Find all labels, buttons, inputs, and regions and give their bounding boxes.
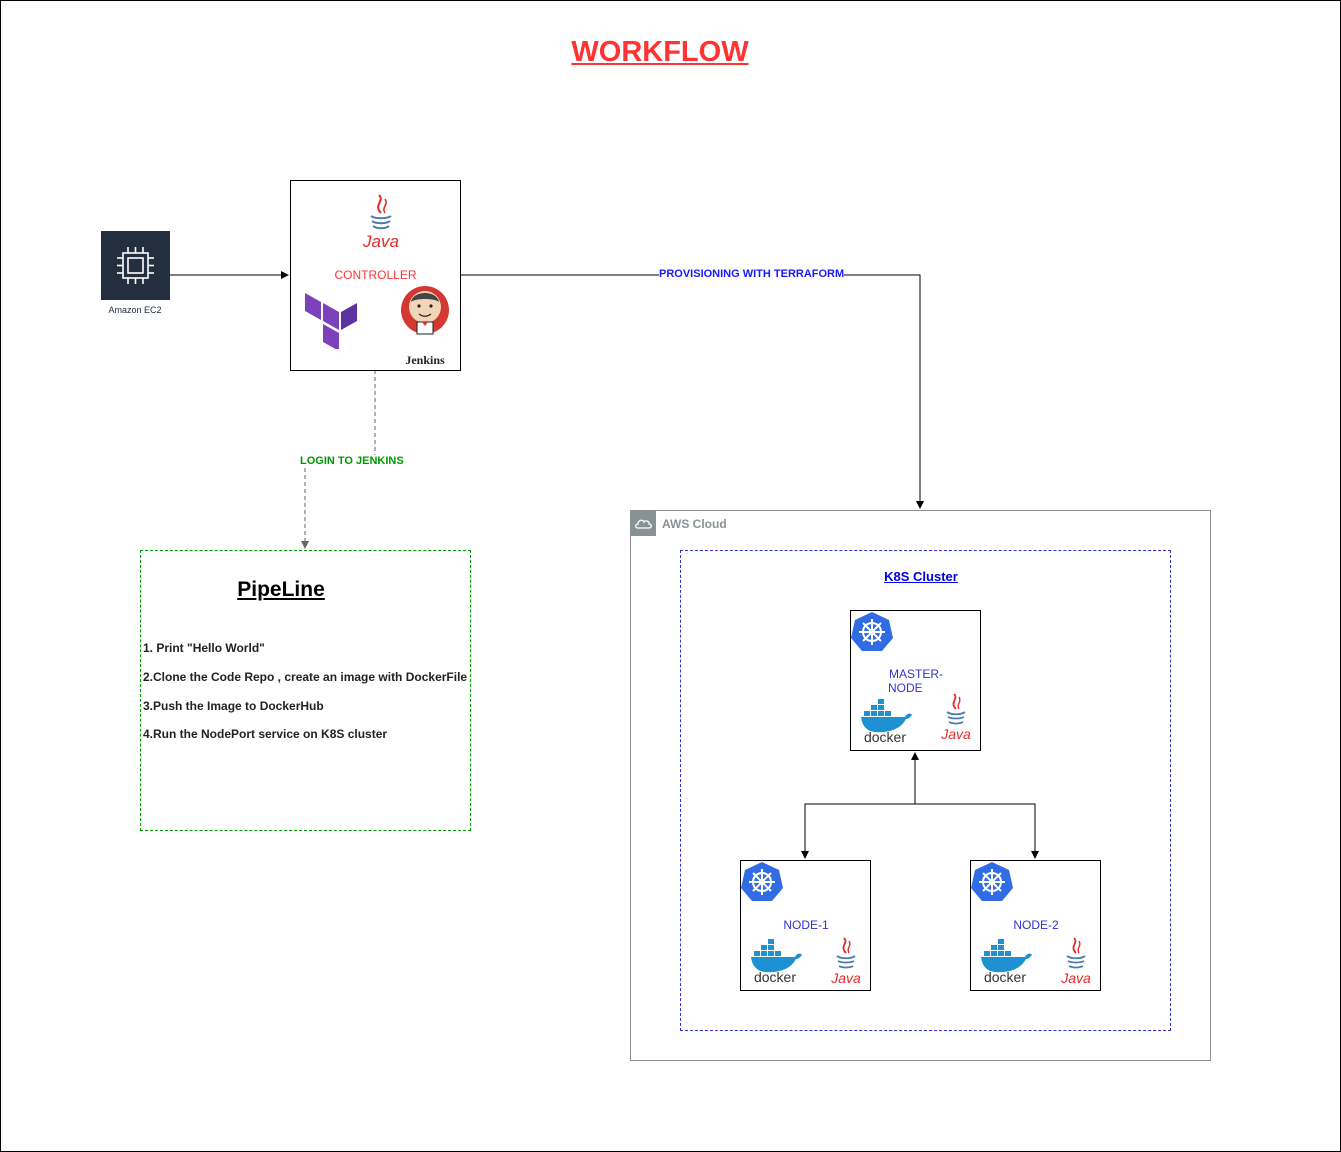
kubernetes-icon <box>971 862 1013 901</box>
aws-cloud-icon <box>631 511 656 536</box>
docker-icon: docker <box>751 939 802 983</box>
login-label: LOGIN TO JENKINS <box>300 455 404 467</box>
terraform-icon <box>305 293 357 349</box>
node2-box[interactable]: NODE-2 docker Java <box>970 860 1101 991</box>
master-node-box[interactable]: MASTER- NODE docker Java <box>850 610 981 751</box>
node1-link <box>801 803 915 859</box>
master-node-label: MASTER- NODE <box>871 667 961 695</box>
aws-cloud-group[interactable]: AWS Cloud <box>630 510 1211 1061</box>
pipeline-title: PipeLine <box>237 578 325 601</box>
amazon-ec2-label: Amazon EC2 <box>108 305 162 315</box>
aws-cloud-label: AWS Cloud <box>662 517 727 531</box>
pipeline-step: 2.Clone the Code Repo , create an image … <box>143 670 468 684</box>
controller-label: CONTROLLER <box>334 268 417 282</box>
page-title: WORKFLOW <box>571 36 749 68</box>
java-icon: Java <box>830 937 861 986</box>
docker-icon: docker <box>981 939 1032 983</box>
pipeline-step: 4.Run the NodePort service on K8S cluste… <box>143 727 388 741</box>
k8s-cluster-label[interactable]: K8S Cluster <box>884 569 958 584</box>
node2-label: NODE-2 <box>1013 918 1059 932</box>
java-icon: Java <box>940 693 971 742</box>
node2-link <box>915 803 1039 859</box>
java-icon: Java <box>1060 937 1091 986</box>
node1-box[interactable]: NODE-1 docker Java <box>740 860 871 991</box>
kubernetes-icon <box>741 862 783 901</box>
jenkins-label: Jenkins <box>405 353 445 367</box>
master-node-label-line1: MASTER- <box>889 667 943 681</box>
java-text: Java <box>830 970 861 986</box>
k8s-cluster-group[interactable]: K8S Cluster <box>680 550 1171 1031</box>
docker-text: docker <box>984 969 1026 983</box>
docker-text: docker <box>864 729 906 743</box>
java-icon: Java <box>362 194 399 251</box>
java-text: Java <box>1060 970 1091 986</box>
node1-label: NODE-1 <box>783 918 829 932</box>
pipeline-step: 3.Push the Image to DockerHub <box>143 699 324 713</box>
java-text: Java <box>940 726 971 742</box>
provisioning-arrow <box>460 274 924 509</box>
docker-icon: docker <box>861 699 912 743</box>
docker-text: docker <box>754 969 796 983</box>
login-arrow <box>301 370 376 549</box>
pipeline-box[interactable]: PipeLine 1. Print "Hello World" 2.Clone … <box>140 550 471 831</box>
pipeline-step: 1. Print "Hello World" <box>143 641 265 655</box>
jenkins-icon <box>401 286 449 335</box>
master-node-label-line2: NODE <box>888 681 923 695</box>
controller-box[interactable]: Java CONTROLLER Jenkins <box>290 180 461 371</box>
provisioning-label: PROVISIONING WITH TERRAFORM <box>659 268 845 280</box>
amazon-ec2-icon <box>101 231 170 300</box>
java-text: Java <box>362 232 399 251</box>
kubernetes-icon <box>851 612 893 651</box>
